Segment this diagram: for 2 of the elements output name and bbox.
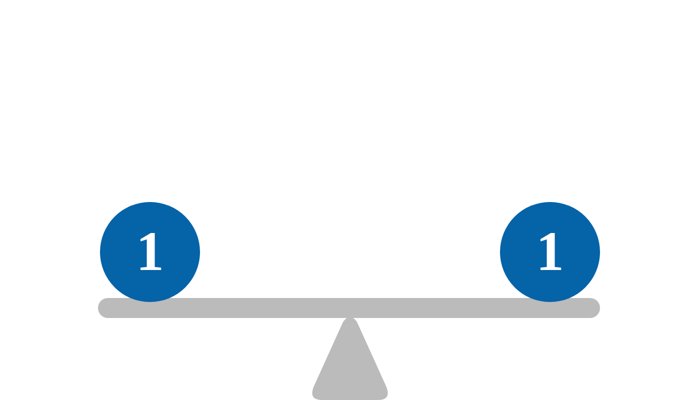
weight-number: 1 [536, 224, 564, 280]
weight-number: 1 [136, 224, 164, 280]
